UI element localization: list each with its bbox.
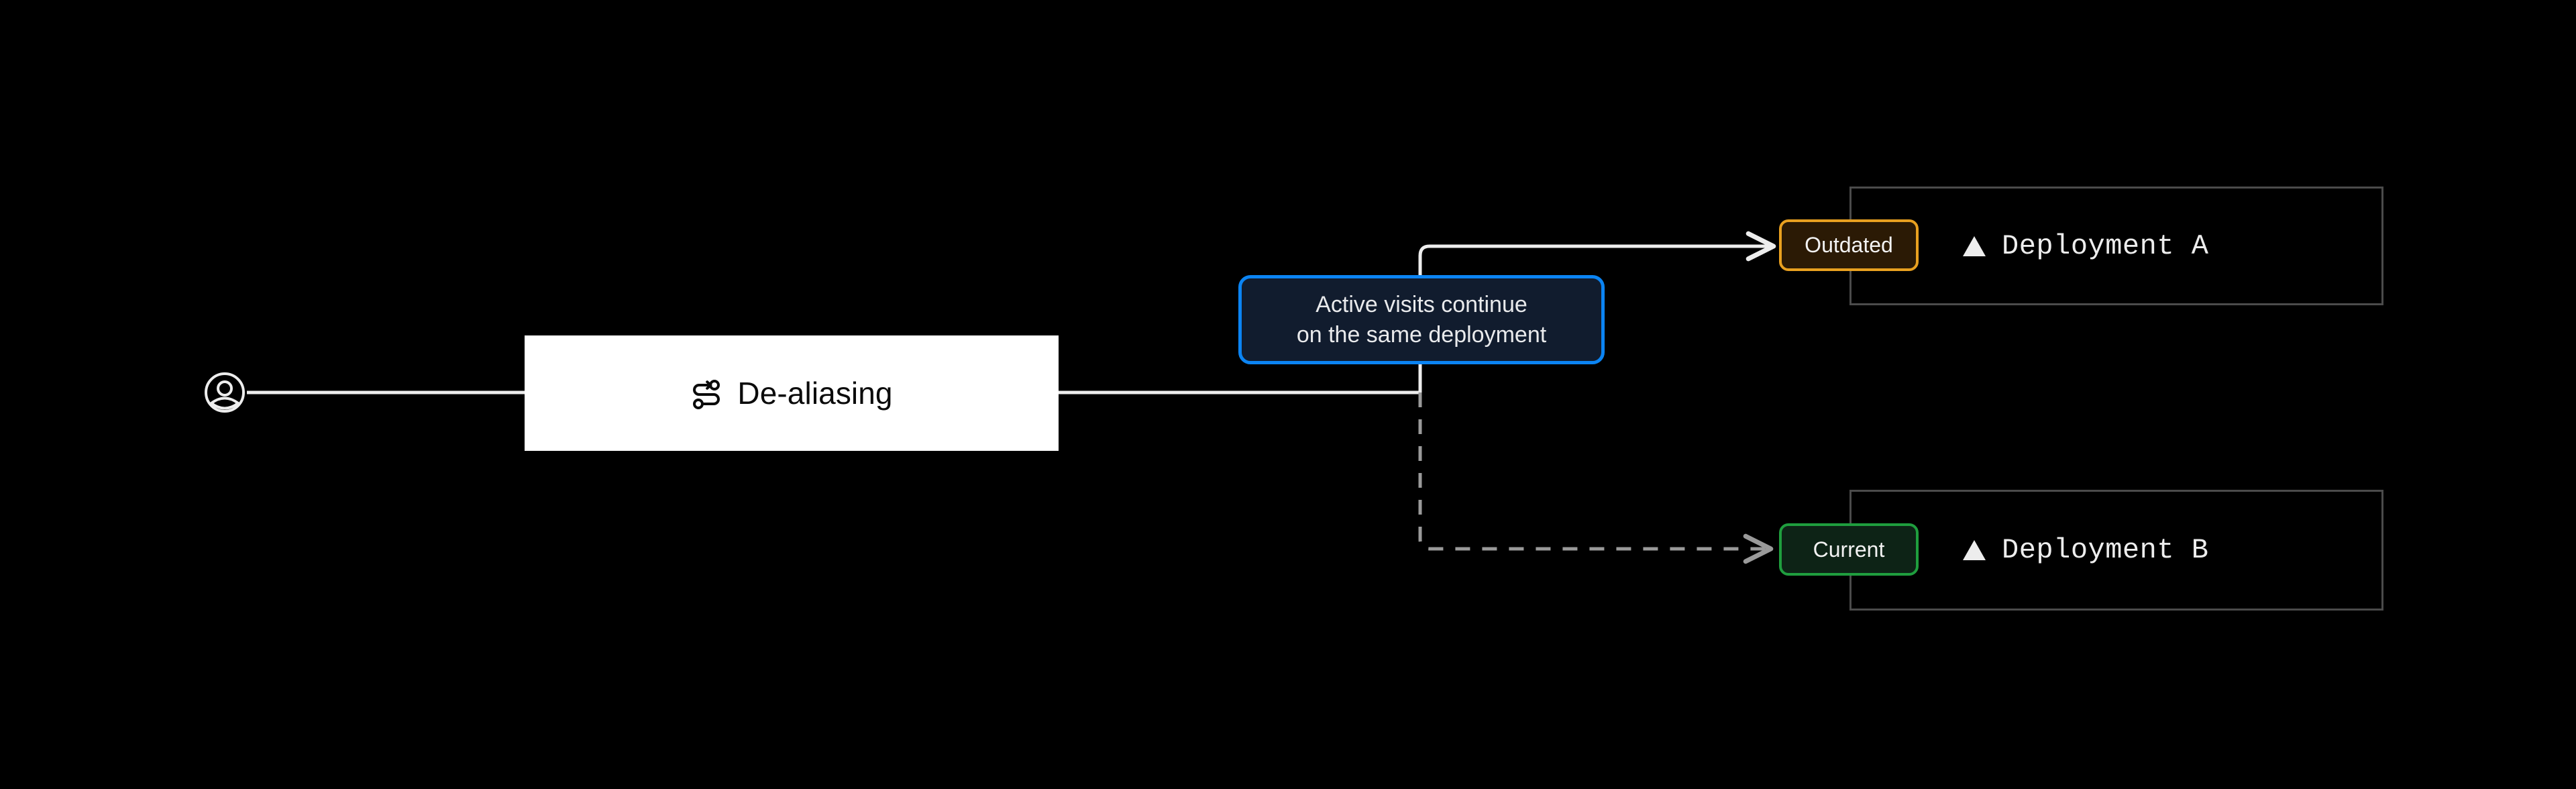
deployment-b-name: Deployment B xyxy=(2002,534,2209,566)
dealiasing-label: De-aliasing xyxy=(737,376,893,411)
deployment-a-title: Deployment A xyxy=(1962,230,2208,262)
active-visits-note: Active visits continue on the same deplo… xyxy=(1238,275,1605,364)
note-line-1: Active visits continue xyxy=(1316,291,1527,317)
deployment-a-name: Deployment A xyxy=(2002,229,2209,262)
vercel-triangle-icon xyxy=(1963,235,1986,256)
route-icon xyxy=(693,380,720,409)
note-line-2: on the same deployment xyxy=(1296,321,1547,348)
user-circle-icon xyxy=(205,372,245,413)
vercel-triangle-icon xyxy=(1963,540,1986,560)
status-badge-label: Outdated xyxy=(1805,233,1893,257)
edge-dealiasing-to-deployment-b xyxy=(1418,392,1774,564)
deployment-a-group[interactable]: Deployment A xyxy=(1849,187,2383,305)
visitor-node xyxy=(204,372,246,413)
status-badge-label: Current xyxy=(1813,537,1885,562)
deployment-b-status-badge[interactable]: Current xyxy=(1779,523,1919,576)
deployment-a-status-badge[interactable]: Outdated xyxy=(1779,219,1919,271)
deployment-b-group[interactable]: Deployment B xyxy=(1849,490,2383,611)
dealiasing-node[interactable]: De-aliasing xyxy=(525,335,1059,451)
deployment-b-title: Deployment B xyxy=(1962,534,2208,566)
